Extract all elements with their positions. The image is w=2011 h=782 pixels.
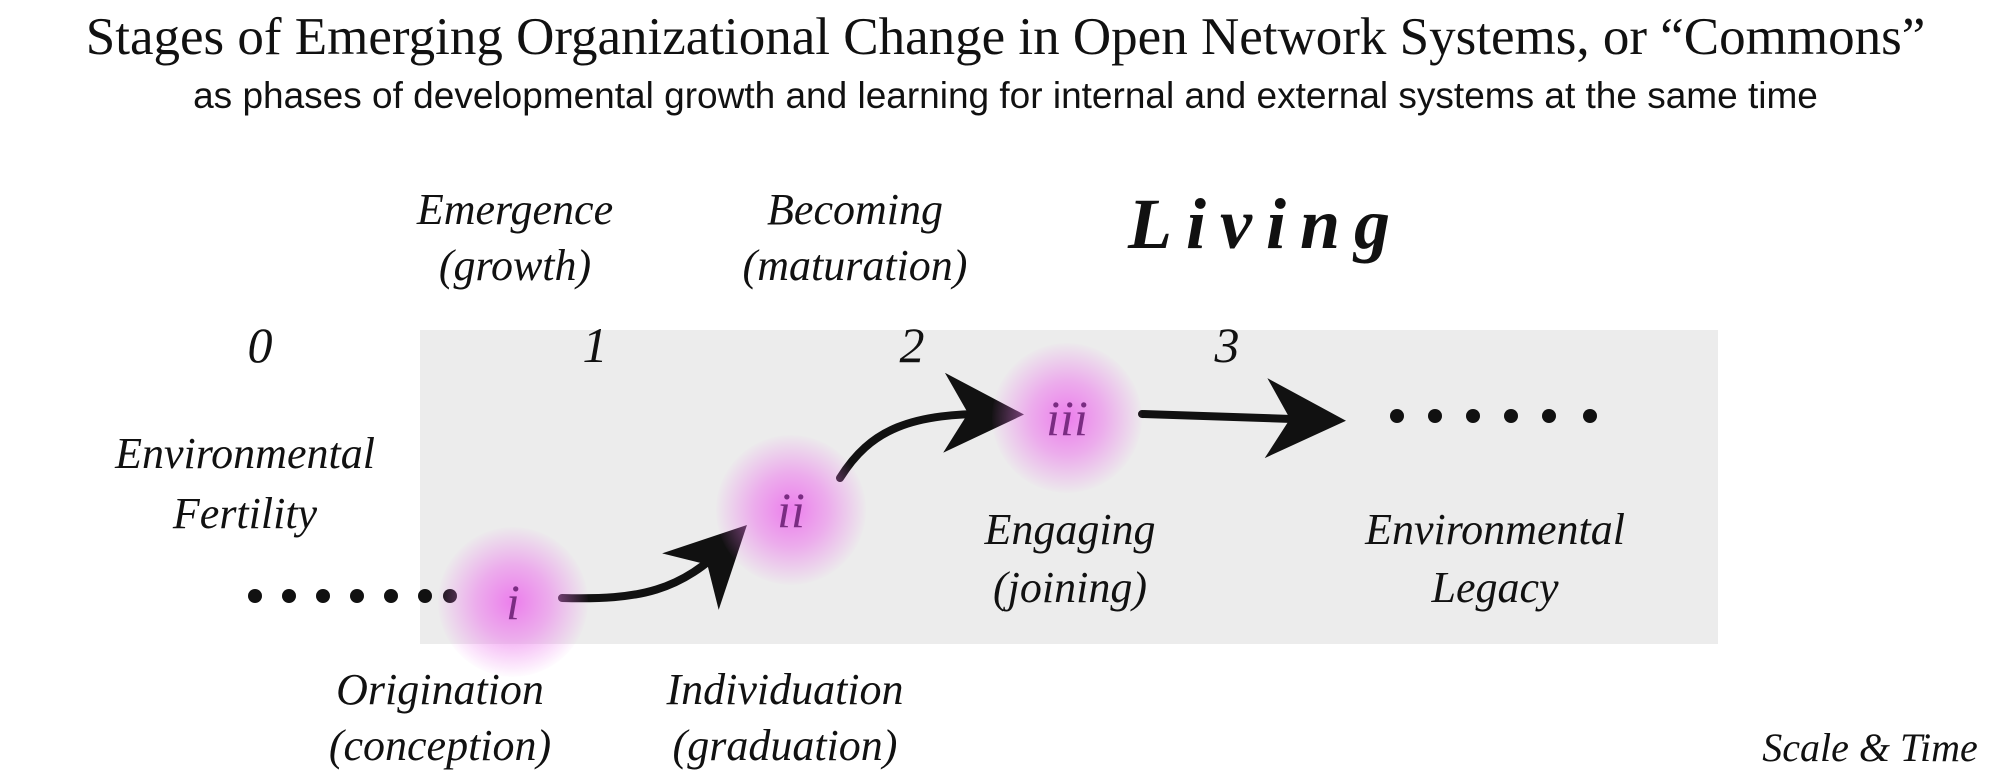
becoming-label: Becoming — [767, 185, 943, 234]
leading-dots — [248, 589, 457, 603]
environmental-legacy-label-line1: Environmental — [1365, 505, 1625, 554]
stage-node-i-label: i — [506, 574, 520, 630]
diagram-title: Stages of Emerging Organizational Change… — [85, 8, 1926, 66]
stage-number-1: 1 — [582, 317, 608, 373]
stage-node-iii: iii — [992, 343, 1142, 493]
stage-number-3: 3 — [1214, 317, 1240, 373]
arrow-iii-forward — [1138, 378, 1346, 459]
environmental-fertility-label-line1: Environmental — [115, 429, 375, 478]
engaging-label: Engaging — [984, 505, 1156, 554]
stage-number-0: 0 — [247, 317, 273, 373]
stage-number-2: 2 — [899, 317, 925, 373]
individuation-sub-label: (graduation) — [672, 721, 898, 770]
emergence-label: Emergence — [416, 185, 614, 234]
stage-node-ii-label: ii — [777, 482, 805, 538]
individuation-label: Individuation — [666, 665, 904, 714]
stage-node-iii-label: iii — [1046, 390, 1088, 446]
environmental-fertility-label-line2: Fertility — [172, 489, 318, 538]
stage-node-i: i — [438, 527, 588, 677]
arrow-i-to-ii — [558, 525, 747, 610]
becoming-sub-label: (maturation) — [742, 241, 968, 290]
scale-time-label: Scale & Time — [1762, 725, 1978, 770]
engaging-sub-label: (joining) — [993, 563, 1147, 612]
trailing-dots — [1390, 409, 1597, 423]
diagram-subtitle: as phases of developmental growth and le… — [193, 75, 1818, 116]
emergence-sub-label: (growth) — [438, 241, 592, 290]
environmental-legacy-label-line2: Legacy — [1431, 563, 1559, 612]
stage-node-ii: ii — [716, 435, 866, 585]
living-label: Living — [1128, 184, 1404, 264]
origination-sub-label: (conception) — [328, 721, 552, 770]
arrow-ii-to-iii — [836, 372, 1024, 482]
